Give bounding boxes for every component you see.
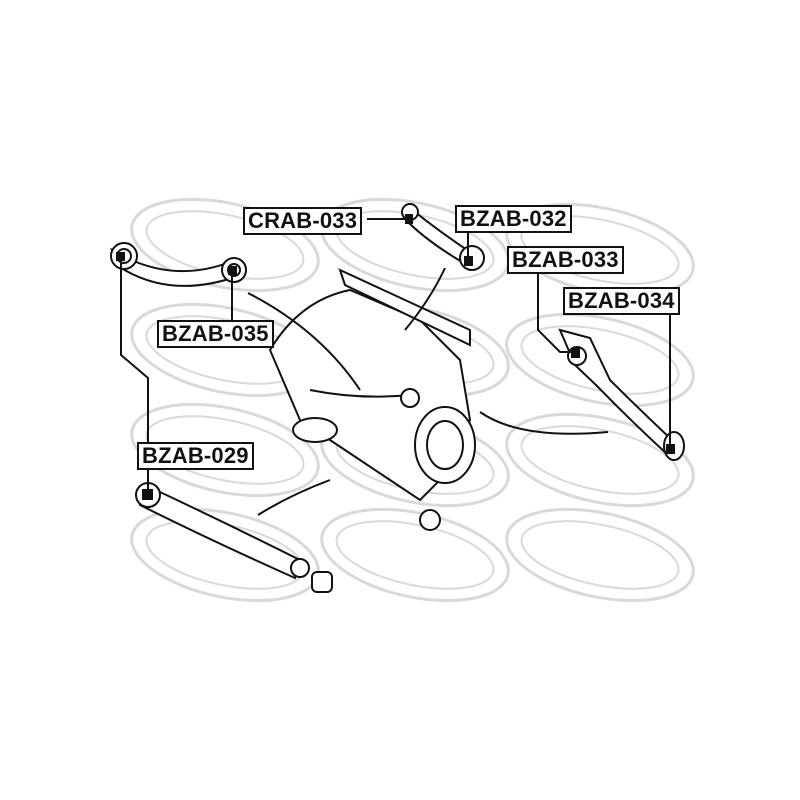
trailing-arm-part xyxy=(135,482,333,593)
arrow-trailing-arm xyxy=(257,479,331,516)
part-label-bzab-034: BZAB-034 xyxy=(563,287,680,315)
arrow-upper-arm xyxy=(247,292,361,391)
watermark-logo xyxy=(320,507,510,603)
leader-bzab029-top xyxy=(120,260,149,442)
leader-bzab033 xyxy=(537,273,575,353)
part-label-bzab-032: BZAB-032 xyxy=(455,205,572,233)
arrow-lower-arm xyxy=(479,411,609,435)
arrow-crab xyxy=(404,267,446,331)
watermark-logo xyxy=(130,197,320,293)
part-label-crab-033: CRAB-033 xyxy=(243,207,363,235)
parts xyxy=(110,203,685,593)
watermark-logo xyxy=(320,197,510,293)
watermark-logo xyxy=(505,412,695,508)
upper-arm-part xyxy=(110,242,247,287)
leader-lines xyxy=(120,218,671,516)
part-label-bzab-029: BZAB-029 xyxy=(137,442,254,470)
watermark-logo xyxy=(505,312,695,408)
bushing-markers xyxy=(116,214,675,454)
watermark-logo xyxy=(130,402,320,498)
part-label-bzab-033: BZAB-033 xyxy=(507,246,624,274)
watermark-logo xyxy=(505,507,695,603)
part-label-bzab-035: BZAB-035 xyxy=(157,320,274,348)
